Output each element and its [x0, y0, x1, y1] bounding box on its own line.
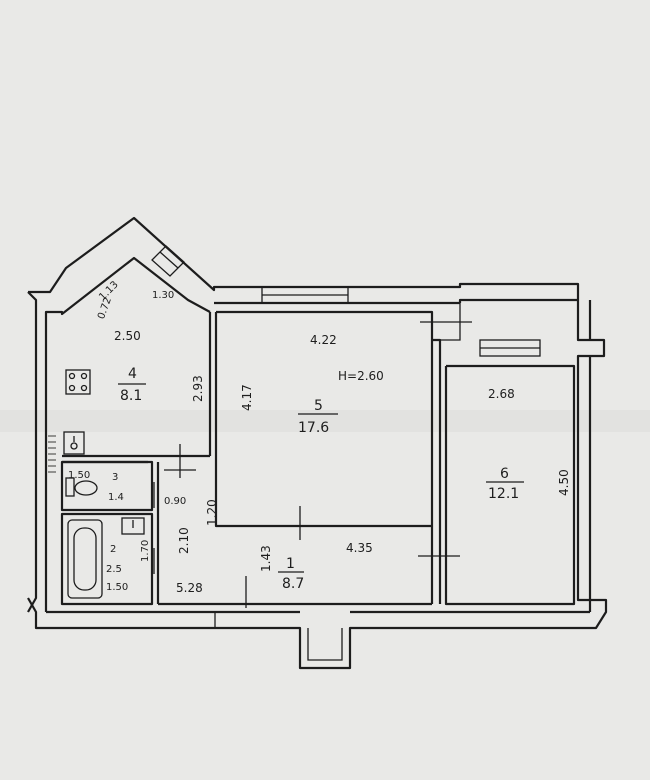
room2-dim-a: 1.50 — [106, 582, 128, 593]
room1-number: 1 — [286, 556, 295, 572]
room1-dim-a: 5.28 — [176, 581, 203, 595]
paper-fold — [0, 410, 650, 432]
room6-number: 6 — [500, 466, 509, 482]
room5-dim-a: 4.22 — [310, 333, 337, 347]
room1-dim-e: 1.20 — [205, 499, 219, 526]
room4-dim-d: 1.30 — [152, 290, 174, 301]
room4-dim-b: 2.93 — [191, 375, 205, 402]
kitchen-sink-icon — [63, 431, 85, 455]
room1-dim-b: 1.43 — [259, 545, 273, 572]
room4-area: 8.1 — [120, 388, 142, 404]
stove-icon — [65, 369, 91, 395]
windows — [151, 245, 541, 357]
room5-height: H=2.60 — [338, 369, 384, 383]
room6-dim-b: 4.50 — [557, 469, 571, 496]
room6-area: 12.1 — [488, 486, 519, 502]
interior-walls — [60, 303, 576, 606]
radiator-icon — [48, 435, 56, 473]
outer-walls — [27, 216, 608, 670]
washbasin-icon — [121, 517, 145, 535]
door-marks — [153, 444, 460, 608]
bathtub-icon — [67, 519, 103, 599]
room3-area: 1.4 — [108, 492, 124, 503]
room1-dim-f: 0.90 — [164, 496, 186, 507]
room6-dim-a: 2.68 — [488, 387, 515, 401]
room2-number: 2 — [110, 544, 116, 555]
room3-number: 3 — [112, 472, 118, 483]
room1-dim-c: 4.35 — [346, 541, 373, 555]
room1-area: 8.7 — [282, 576, 304, 592]
room5-dim-b: 4.17 — [240, 384, 254, 411]
room4-number: 4 — [128, 366, 137, 382]
room2-area: 2.5 — [106, 564, 122, 575]
room2-dim-b: 1.70 — [140, 540, 151, 562]
room1-dim-d: 2.10 — [177, 527, 191, 554]
room3-dim-a: 1.50 — [68, 470, 90, 481]
room4-dim-a: 2.50 — [114, 329, 141, 343]
room5-area: 17.6 — [298, 420, 329, 436]
toilet-icon — [65, 477, 98, 497]
room5-number: 5 — [314, 398, 323, 414]
